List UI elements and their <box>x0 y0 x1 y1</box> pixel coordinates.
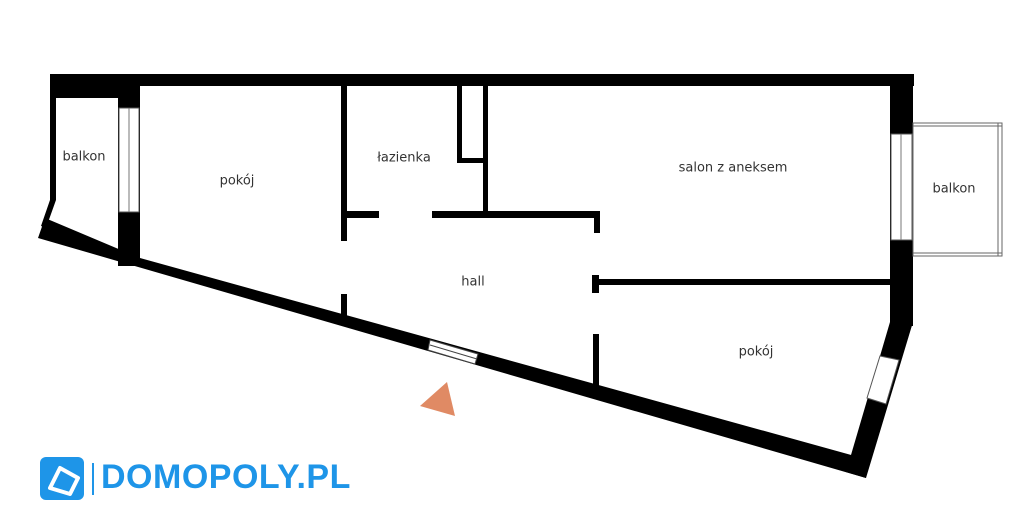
wall-living-room <box>592 279 890 285</box>
room-label-balcony-right: balkon <box>932 181 976 197</box>
room-label-balcony-left: balkon <box>62 149 106 165</box>
wall-living-stub <box>594 211 600 233</box>
room-label-bathroom: łazienka <box>377 150 431 166</box>
balcony-left-edge <box>41 96 56 228</box>
room-label-living-room: salon z aneksem <box>678 160 788 176</box>
logo-text: DOMOPOLY.PL <box>101 458 351 496</box>
logo-separator <box>92 463 94 495</box>
shaft-right <box>483 86 488 218</box>
wall-bathroom-bottom-left <box>341 211 379 218</box>
room-label-room-right: pokój <box>738 344 774 360</box>
wall-bathroom-bottom-right <box>432 211 600 218</box>
wall-room-hall-stub <box>341 294 347 319</box>
top-wall <box>50 74 914 86</box>
room-label-room-left: pokój <box>219 173 255 189</box>
window-right-lower <box>866 355 900 405</box>
shaft-bottom <box>457 158 487 163</box>
room-label-hall: hall <box>461 274 485 290</box>
shaft-left <box>457 86 462 163</box>
windows <box>118 107 913 405</box>
wall-room-bathroom <box>341 86 347 241</box>
logo-icon <box>40 457 84 500</box>
balcony-right <box>912 122 1003 257</box>
entrance-marker-icon <box>420 382 455 416</box>
wall-hall-room <box>593 334 599 391</box>
